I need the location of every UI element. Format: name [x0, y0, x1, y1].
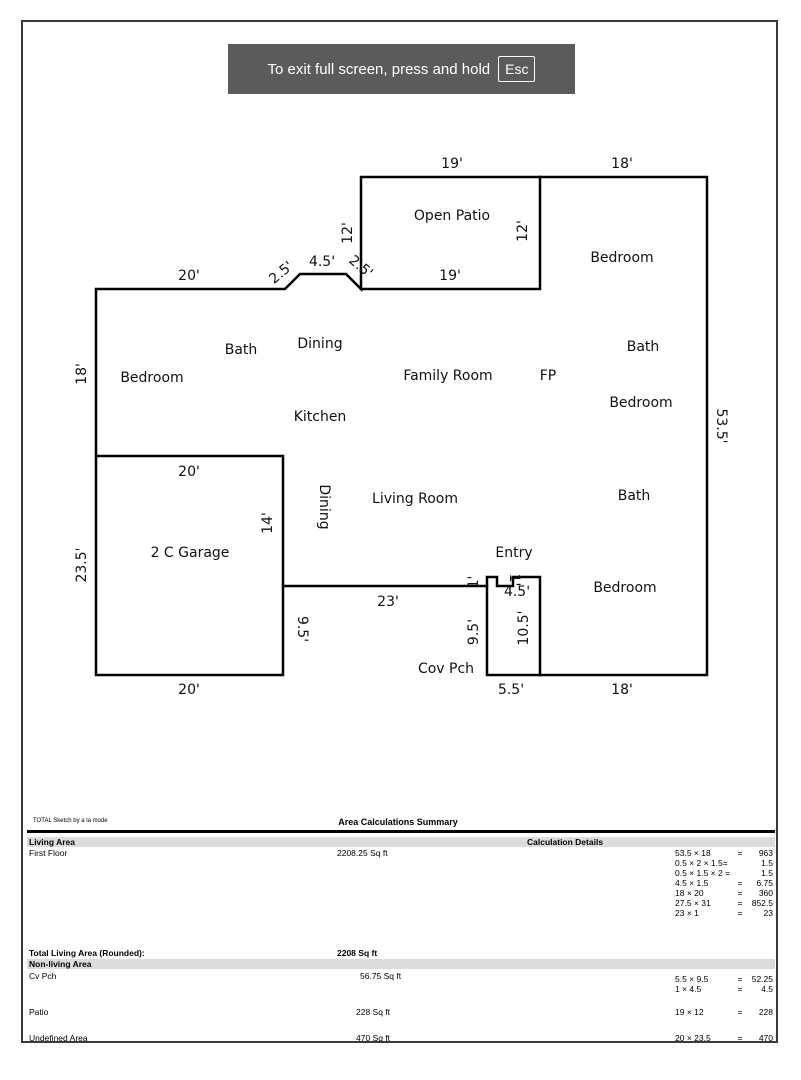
dim-garage-right: 14' [260, 512, 276, 534]
patio-calc: 19 × 12=228 [675, 1007, 773, 1017]
dim-notch-right: 1' [506, 574, 522, 587]
nonliving-header: Non-living Area [27, 959, 775, 969]
room-dining-top: Dining [297, 336, 342, 352]
fullscreen-exit-toast: To exit full screen, press and hold Esc [228, 44, 575, 94]
room-bedroom-e: Bedroom [609, 395, 672, 411]
dim-garage-bottom: 20' [178, 682, 200, 698]
dim-right: 53.5' [713, 408, 729, 443]
room-living-room: Living Room [372, 491, 458, 507]
room-bedroom-se: Bedroom [593, 580, 656, 596]
patio-area: 228 Sq ft [356, 1007, 391, 1017]
garage-walls [94, 454, 285, 588]
room-bedroom-w: Bedroom [120, 370, 183, 386]
calc-row: 0.5 × 2 × 1.5=1.5 [675, 858, 773, 868]
first-floor-area: 2208.25 Sq ft [337, 848, 388, 858]
calc-details-label: Calculation Details [527, 837, 604, 847]
patio-walls [359, 175, 542, 291]
dim-patio-bottom: 19' [439, 268, 461, 284]
room-entry: Entry [495, 545, 532, 561]
undefined-area-label: Undefined Area [29, 1033, 88, 1043]
room-dining-side: Dining [316, 484, 332, 529]
dim-patio-top: 19' [441, 156, 463, 172]
dim-garage-top: 20' [178, 464, 200, 480]
total-living-label: Total Living Area (Rounded): [29, 948, 145, 958]
undefined-area-calc: 20 × 23.5=470 [675, 1033, 773, 1043]
cv-pch-area: 56.75 Sq ft [360, 971, 402, 981]
calc-row: 0.5 × 1.5 × 2 =1.5 [675, 868, 773, 878]
calc-row: 53.5 × 18=963 [675, 848, 773, 858]
cv-pch-label: Cv Pch [29, 971, 57, 981]
cv-pch-calcs: 5.5 × 9.5=52.25 1 × 4.5=4.5 [675, 974, 773, 994]
top-strip [0, 0, 801, 20]
calc-row: 1 × 4.5=4.5 [675, 984, 773, 994]
calc-row: 20 × 23.5=470 [675, 1033, 773, 1043]
calc-row: 27.5 × 31=852.5 [675, 898, 773, 908]
first-floor-label: First Floor [29, 848, 68, 858]
room-bath-w: Bath [225, 342, 258, 358]
calc-row: 18 × 20=360 [675, 888, 773, 898]
sketch-brand: TOTAL Sketch by a la mode [33, 818, 108, 824]
room-kitchen: Kitchen [294, 409, 347, 425]
dim-left-lower: 23.5' [74, 547, 90, 582]
patio-label: Patio [29, 1007, 49, 1017]
floor-plan-sketch: 19' 18' 12' 12' 19' 20' 2.5' 4.5' 2.5' 1… [74, 156, 729, 698]
living-area-header: Living Area Calculation Details [27, 837, 775, 847]
first-floor-calcs: 53.5 × 18=963 0.5 × 2 × 1.5=1.5 0.5 × 1.… [675, 848, 773, 918]
dim-porch-bottom: 5.5' [498, 682, 524, 698]
room-bath-e: Bath [627, 339, 660, 355]
calc-row: 4.5 × 1.5=6.75 [675, 878, 773, 888]
undefined-area-value: 470 Sq ft [356, 1033, 391, 1043]
dim-notch-width: 4.5' [504, 584, 530, 600]
calc-row: 19 × 12=228 [675, 1007, 773, 1017]
dim-patio-right: 12' [515, 220, 531, 242]
summary-title: Area Calculations Summary [338, 817, 458, 827]
dim-top-right: 18' [611, 156, 633, 172]
room-garage: 2 C Garage [151, 545, 230, 561]
dim-notch-left: 1' [466, 576, 482, 589]
room-cov-pch: Cov Pch [418, 661, 474, 677]
room-family-room: Family Room [403, 368, 492, 384]
exterior-outline [94, 175, 709, 677]
total-living-value: 2208 Sq ft [337, 948, 378, 958]
room-fireplace: FP [540, 368, 557, 384]
dim-garage-step: 9.5' [294, 616, 310, 642]
room-bedroom-ne: Bedroom [590, 250, 653, 266]
room-open-patio: Open Patio [414, 208, 490, 224]
calc-row: 23 × 1=23 [675, 908, 773, 918]
summary-rule [27, 830, 775, 833]
dim-porch-right: 10.5' [516, 610, 532, 645]
porch-walls [485, 584, 542, 677]
dim-bump: 4.5' [309, 254, 335, 270]
document-frame [21, 20, 778, 1043]
dim-top-left: 20' [178, 268, 200, 284]
toast-message: To exit full screen, press and hold [267, 60, 491, 78]
room-bath-se: Bath [618, 488, 651, 504]
dim-left-upper: 18' [74, 363, 90, 385]
esc-key-hint: Esc [498, 56, 536, 82]
nonliving-label: Non-living Area [29, 959, 92, 969]
calc-row: 5.5 × 9.5=52.25 [675, 974, 773, 984]
living-area-label: Living Area [29, 837, 75, 847]
dim-porch-left: 9.5' [466, 619, 482, 645]
dim-patio-left: 12' [340, 222, 356, 244]
dim-front: 23' [377, 594, 399, 610]
dim-bottom-right: 18' [611, 682, 633, 698]
